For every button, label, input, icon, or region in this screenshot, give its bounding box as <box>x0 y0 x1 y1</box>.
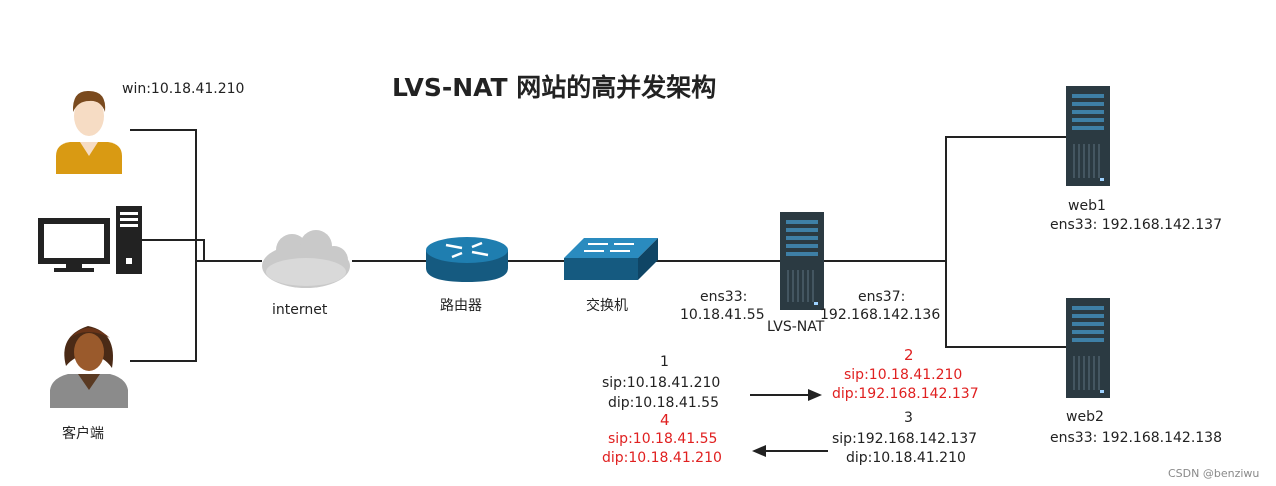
step1-number: 1 <box>660 354 669 370</box>
router-label: 路由器 <box>440 298 482 314</box>
web2-server-icon <box>1066 298 1110 398</box>
web1-name: web1 <box>1068 198 1106 214</box>
web1-ip: ens33: 192.168.142.137 <box>1050 217 1222 233</box>
wire-client-to-hub <box>130 261 197 362</box>
lvs-ens33-ip: 10.18.41.55 <box>680 307 765 323</box>
web2-ip: ens33: 192.168.142.138 <box>1050 430 1222 446</box>
lvs-name: LVS-NAT <box>767 319 825 335</box>
lvs-ens33-name: ens33: <box>700 289 748 305</box>
wire-pc-to-hub <box>142 239 205 261</box>
arrow-request <box>750 389 822 401</box>
client-caption: 客户端 <box>62 426 104 442</box>
cloud-icon <box>262 230 350 288</box>
desktop-computer-icon <box>38 206 142 274</box>
watermark: CSDN @benziwu <box>1168 467 1260 480</box>
client-user-icon <box>50 326 128 408</box>
router-icon <box>426 237 508 282</box>
arrow-response <box>752 445 828 457</box>
step2-sip: sip:10.18.41.210 <box>844 367 963 383</box>
web2-name: web2 <box>1066 409 1104 425</box>
step3-sip: sip:192.168.142.137 <box>832 431 978 447</box>
step3-dip: dip:10.18.41.210 <box>846 450 966 466</box>
step2-dip: dip:192.168.142.137 <box>832 386 979 402</box>
step2-number: 2 <box>904 346 914 364</box>
step4-sip: sip:10.18.41.55 <box>608 431 718 447</box>
step1-sip: sip:10.18.41.210 <box>602 375 721 391</box>
lvs-ens37-name: ens37: <box>858 289 906 305</box>
wire-backend-to-web1 <box>945 136 1066 261</box>
step3-number: 3 <box>904 410 913 426</box>
internet-label: internet <box>272 302 328 318</box>
web1-server-icon <box>1066 86 1110 186</box>
person-icon <box>56 90 122 174</box>
client-ip-label: win:10.18.41.210 <box>122 81 245 97</box>
switch-icon <box>564 238 658 280</box>
wire-backend-to-web2 <box>945 261 1066 348</box>
lvs-ens37-ip: 192.168.142.136 <box>820 307 941 323</box>
lvs-server-icon <box>780 212 824 310</box>
diagram-title: LVS-NAT 网站的高并发架构 <box>392 73 717 102</box>
step1-dip: dip:10.18.41.55 <box>608 395 719 411</box>
step4-dip: dip:10.18.41.210 <box>602 450 722 466</box>
wire-person-to-hub <box>130 129 197 261</box>
step4-number: 4 <box>660 411 670 429</box>
switch-label: 交换机 <box>586 298 628 314</box>
